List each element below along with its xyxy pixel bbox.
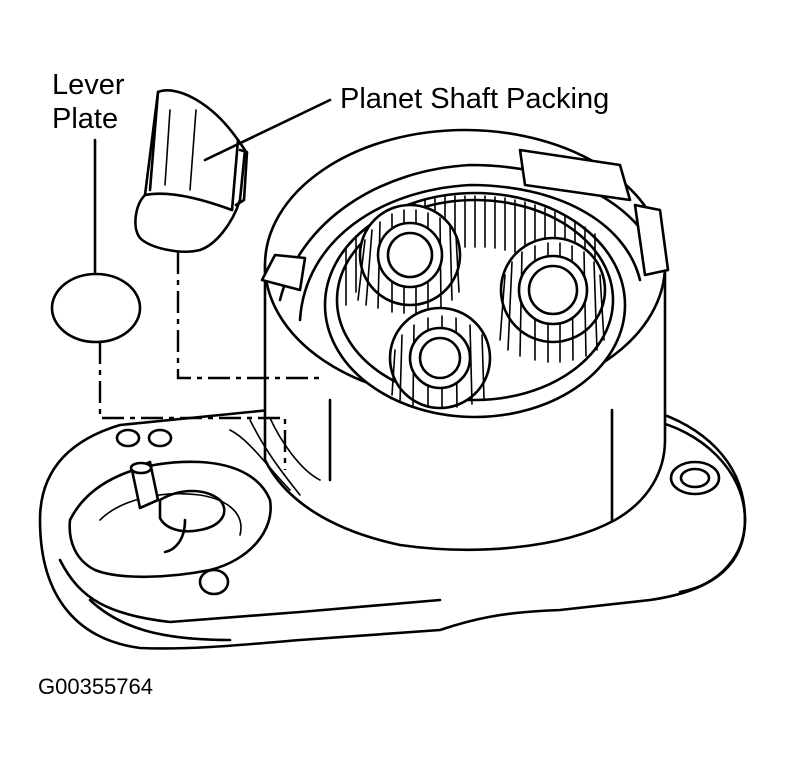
- sun-gear-bottom: [388, 306, 492, 410]
- planet-shaft-packing-leader: [203, 98, 332, 162]
- planet-gear-right: [499, 236, 607, 363]
- planet-shaft-packing-part: [134, 89, 249, 253]
- mounting-hole: [669, 460, 721, 496]
- packing-alignment-line: [176, 252, 320, 380]
- lever-plate-label-line1: Lever: [52, 69, 125, 101]
- planet-gear-top-left: [357, 203, 462, 314]
- planet-shaft-packing-label: Planet Shaft Packing: [340, 83, 610, 115]
- figure-id: G00355764: [38, 674, 153, 699]
- lever-plate-part: [50, 272, 142, 344]
- lever-plate-label-line2: Plate: [52, 103, 119, 135]
